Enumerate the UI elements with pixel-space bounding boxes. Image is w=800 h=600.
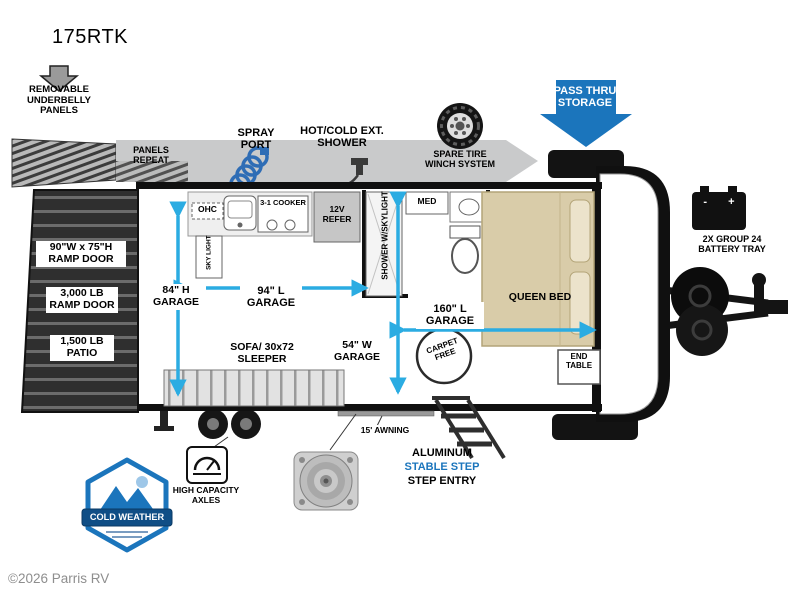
queen-bed-label: QUEEN BED [508,291,572,303]
spare-tire-label: SPARE TIRE WINCH SYSTEM [424,149,495,170]
watermark: ©2026 Parris RV [8,571,110,586]
end-table-label: END TABLE [565,352,593,370]
trailer-outline [136,182,602,411]
garage-height-label: 84" H GARAGE [146,284,206,310]
garage-length-160-label: 160" L GARAGE [416,302,484,329]
ohc-outline [191,202,224,220]
panels-repeat-label: PANELS REPEAT [133,145,169,166]
awning-label: 15' AWNING [352,425,418,437]
ramp-size-label: 90"W x 75"H RAMP DOOR [36,241,126,267]
battery-label: 2X GROUP 24 BATTERY TRAY [698,234,766,255]
cooker-label: 3-1 COOKER [260,198,306,207]
aluminum-label: ALUMINUM [412,447,472,459]
shower-label: SHOWER W/SKYLIGHT [380,191,390,280]
step-entry-label: STEP ENTRY [407,475,477,487]
garage-width-label: 54" W GARAGE [333,339,381,363]
sofa-sleeper [163,369,345,407]
axles-label: HIGH CAPACITY AXLES [172,485,240,505]
propane-tanks-icon [671,267,729,356]
cold-weather-badge [81,457,173,553]
spray-port-label: SPRAY PORT [237,127,275,152]
skylight-box [195,235,223,279]
model-title: 175RTK [52,26,129,48]
patio-label: 1,500 LB PATIO [50,335,114,361]
battery-box-icon [692,186,746,230]
banner-arrow [116,140,538,182]
pass-thru-label: PASS THRU STORAGE [553,85,617,110]
banner-panel-texture [116,161,188,182]
ramp-weight-label: 3,000 LB RAMP DOOR [46,287,118,313]
bath-wall-left [362,190,366,298]
med-cabinet-label: MED [417,196,437,206]
skylight-label: SKY LIGHT [205,235,213,270]
cold-weather-label: COLD WEATHER [89,512,165,522]
ohc-label: OHC [198,204,217,214]
stable-step-label: STABLE STEP [404,461,480,473]
ext-shower-label: HOT/COLD EXT. SHOWER [300,125,384,150]
underbelly-label: REMOVABLE UNDERBELLY PANELS [26,84,92,117]
sofa-label: SOFA/ 30x72 SLEEPER [230,341,294,365]
battery-symbols-label: - + [703,196,735,208]
scale-icon [186,436,229,484]
pass-thru-arrow [540,80,632,147]
end-table [557,349,601,385]
entry-steps-icon [432,396,506,460]
jack-pad-icon [293,413,359,511]
wheels-icon [154,409,261,439]
spare-tire-icon [437,103,483,149]
front-cap [592,166,670,422]
garage-length-label: 94" L GARAGE [240,284,302,311]
sink-icon [223,195,257,231]
underbelly-panel-texture [11,138,117,188]
refrigerator [313,191,361,243]
refrigerator-label: 12V REFER [322,204,352,224]
toilet-icon [449,225,481,274]
underbelly-arrow-icon [38,65,80,92]
cooker-icon [257,195,309,233]
queen-bed [481,191,595,347]
